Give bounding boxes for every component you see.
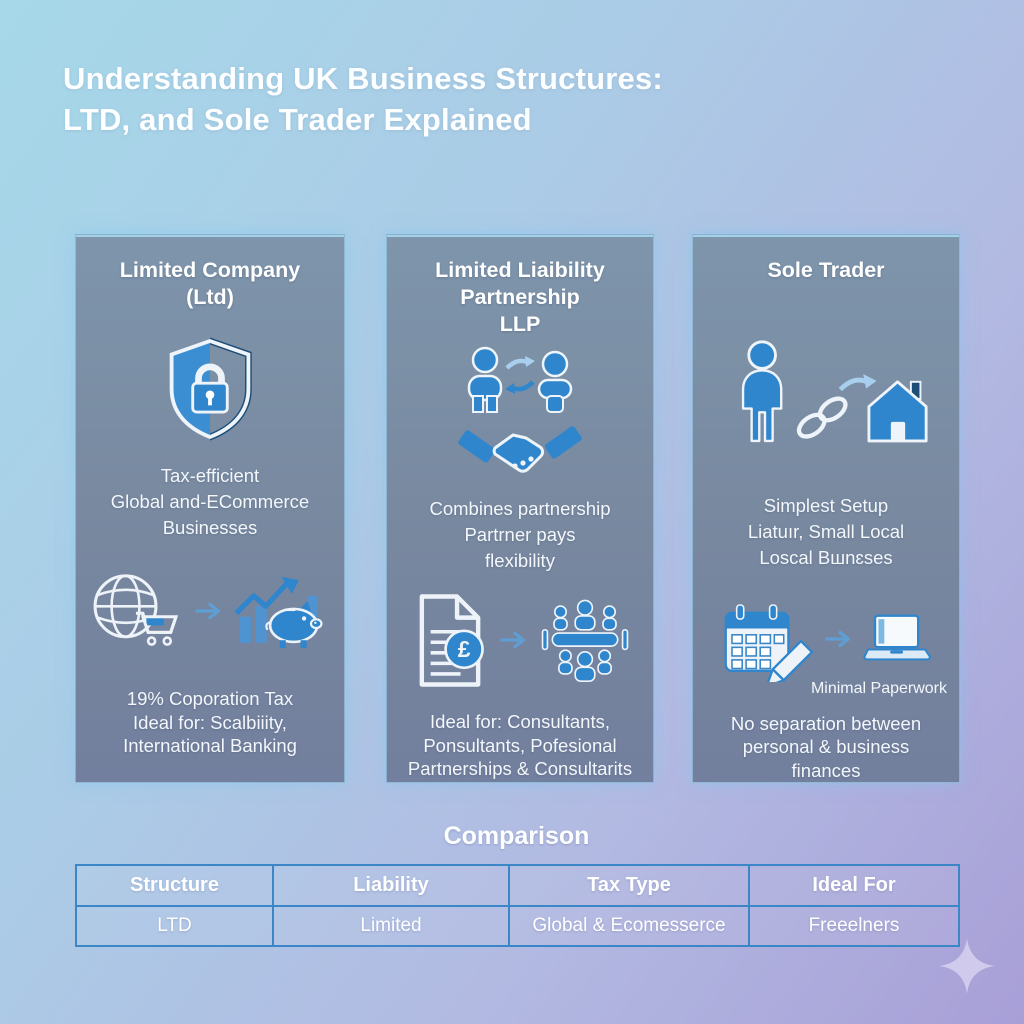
footer-line: finances — [791, 759, 861, 781]
card-description: Tax-efficient Global and-ECommerce Busin… — [111, 463, 309, 541]
card-title-line: Sole Trader — [767, 258, 885, 282]
desc-line: Global and-ECommerce — [110, 491, 310, 512]
page-title-line: Understanding UK Business Structures: — [63, 61, 663, 96]
cell-ideal-for: Freeelners — [748, 905, 960, 947]
desc-line: Tax-efficient — [160, 465, 260, 486]
partners-handshake-icon — [445, 340, 595, 490]
flow-row — [76, 559, 344, 663]
desc-line: Businesses — [162, 517, 258, 538]
desc-line: Simplest Setup — [763, 495, 889, 516]
card-footer: Ideal for: Consultants, Ponsultants, Pof… — [408, 710, 632, 781]
shield-lock-icon — [162, 335, 258, 443]
card-title: Limited Liaibility Partnership LLP — [435, 257, 605, 338]
header-tax-type: Tax Type — [508, 864, 750, 907]
desc-line: Liatuır, Small Local — [747, 521, 905, 542]
page-title: Understanding UK Business Structures: LT… — [63, 58, 663, 140]
person-chain-home-icon — [724, 334, 929, 463]
cell-liability: Limited — [272, 905, 510, 947]
flow-row: £ — [387, 588, 653, 692]
header-liability: Liability — [272, 864, 510, 907]
calendar-pencil-icon — [721, 597, 819, 682]
card-title-line: LLP — [499, 312, 541, 336]
card-footer: No separation between personal & busines… — [731, 712, 921, 783]
card-llp: Limited Liaibility Partnership LLP — [386, 234, 654, 783]
card-description: Combines partnership Partrner pays flexi… — [430, 496, 611, 574]
header-ideal-for: Ideal For — [748, 864, 960, 907]
footer-line: Partnerships & Consultarits — [407, 758, 633, 779]
card-title-line: Limited Liaibility — [435, 258, 605, 282]
growth-piggy-icon — [231, 568, 331, 655]
page-title-line: LTD, and Sole Trader Explained — [63, 102, 532, 137]
card-sole-trader: Sole Trader Simplest Setup Liatuır, Smal… — [692, 234, 960, 783]
globe-cart-icon — [89, 568, 189, 655]
footer-line: No separation between — [730, 712, 922, 734]
cell-tax-type: Global & Ecomesserce — [508, 905, 750, 947]
card-title: Sole Trader — [767, 257, 884, 284]
card-title-line: (Ltd) — [186, 285, 234, 309]
pound-symbol: £ — [458, 636, 471, 662]
footer-line: Ponsultants, Pofesional — [423, 734, 617, 756]
card-title: Limited Company (Ltd) — [120, 257, 300, 311]
comparison-title: Comparison — [443, 822, 590, 850]
desc-line: Combines partnership — [429, 498, 611, 519]
arrow-right-icon — [825, 628, 855, 650]
laptop-icon — [861, 612, 931, 666]
flow-row: Minimal Paperwork — [693, 585, 959, 698]
header-structure: Structure — [75, 864, 274, 907]
footer-line: Ideal for: Consultants, — [430, 711, 610, 732]
flow-caption: Minimal Paperwork — [810, 679, 947, 697]
meeting-team-icon — [536, 597, 634, 683]
card-title-line: Partnership — [460, 285, 580, 309]
card-title-line: Limited Company — [119, 258, 301, 282]
comparison-table: Structure Liability Tax Type Ideal For L… — [75, 864, 960, 947]
sparkle-icon — [939, 938, 995, 994]
desc-line: Partrner pays — [464, 524, 576, 545]
document-pound-icon: £ — [406, 591, 494, 690]
table-header-row: Structure Liability Tax Type Ideal For — [75, 864, 960, 907]
card-footer: 19% Coporation Tax Ideal for: Scalbiiity… — [123, 687, 297, 758]
card-limited-company: Limited Company (Ltd) Tax-efficient Glob… — [75, 234, 345, 783]
card-description: Simplest Setup Liatuır, Small Local Losc… — [748, 493, 904, 571]
cell-structure: LTD — [75, 905, 274, 947]
arrow-right-icon — [500, 629, 530, 651]
footer-line: 19% Coporation Tax — [126, 688, 294, 709]
footer-line: personal & business — [742, 736, 910, 757]
desc-line: flexibility — [485, 550, 555, 571]
table-row: LTD Limited Global & Ecomesserce Freeeln… — [75, 905, 960, 947]
footer-line: International Banking — [123, 735, 297, 756]
desc-line: Loscal Bшnɛses — [759, 547, 893, 568]
footer-line: Ideal for: Scalbiiity, — [133, 711, 287, 733]
arrow-right-icon — [195, 600, 225, 622]
